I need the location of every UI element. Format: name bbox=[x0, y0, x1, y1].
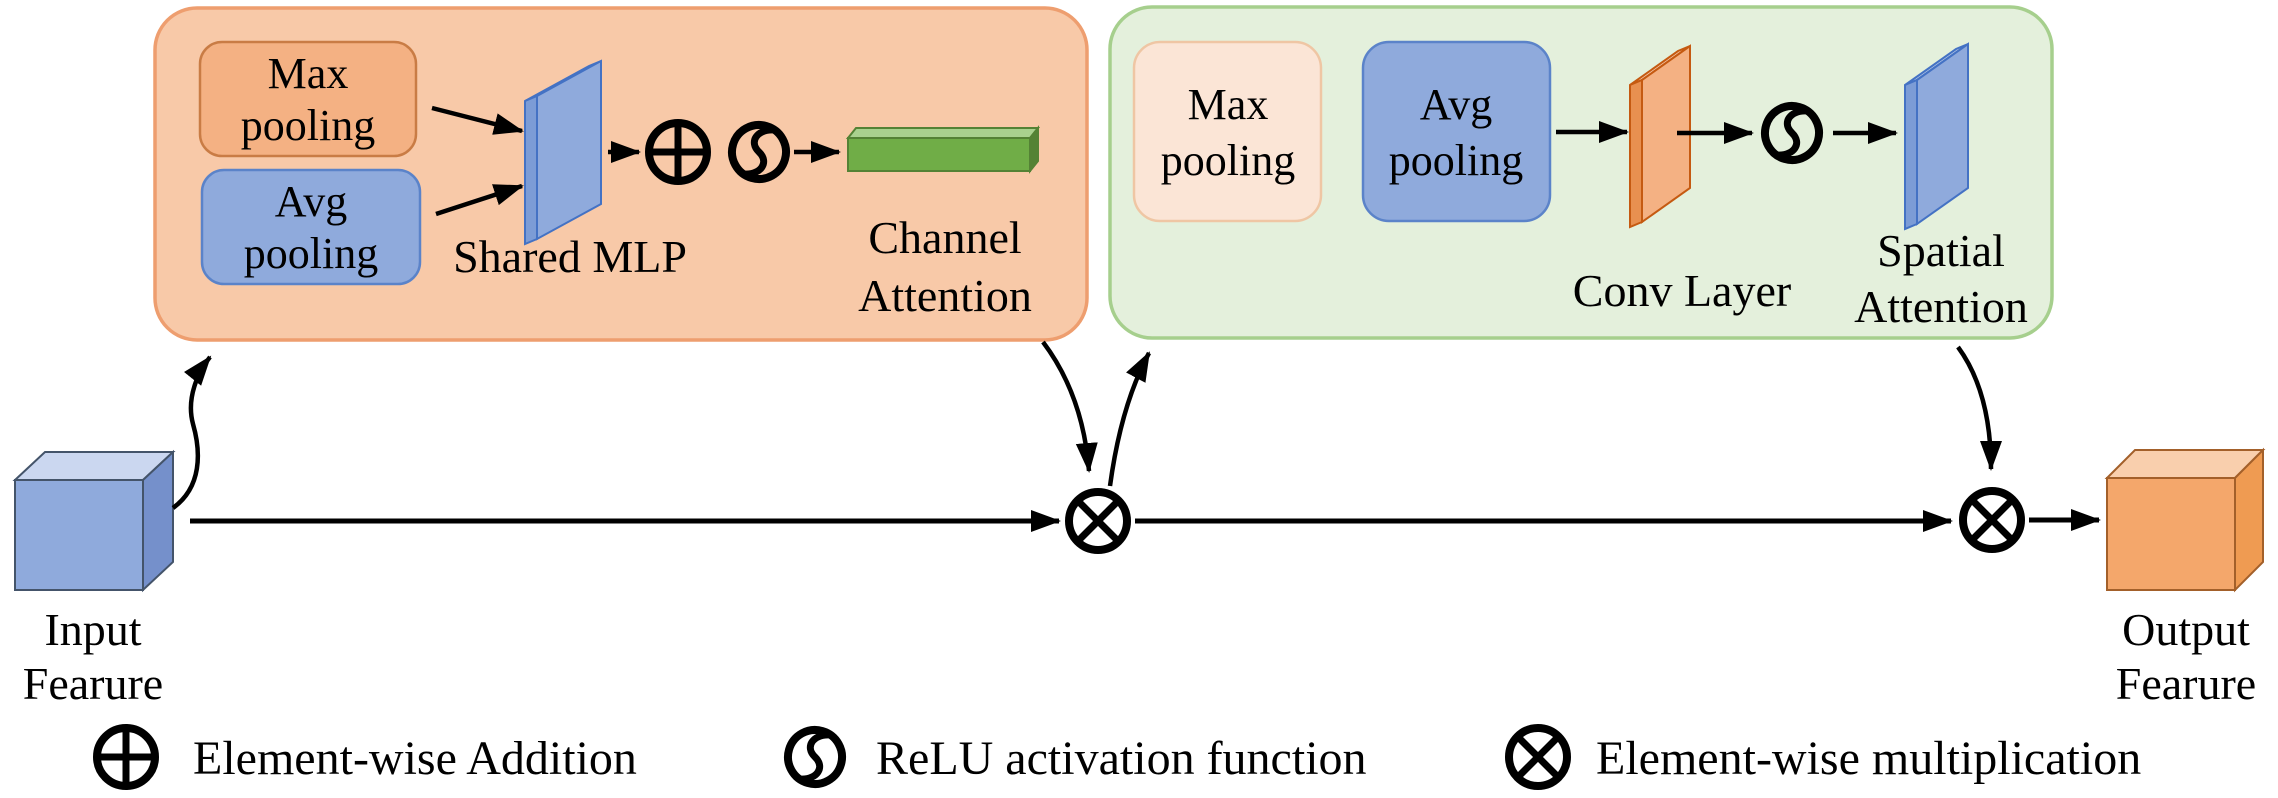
channel-avg-pooling-line1: Avg bbox=[275, 177, 348, 226]
channel-max-pooling-line2: pooling bbox=[241, 101, 375, 150]
conv-layer-label: Conv Layer bbox=[1573, 265, 1791, 316]
output-feature-label-line1: Output bbox=[2122, 604, 2250, 655]
channel-max-pooling-line1: Max bbox=[268, 49, 349, 98]
spatial-avg-pooling-line1: Avg bbox=[1420, 80, 1493, 129]
relu-icon-spatial bbox=[1761, 102, 1823, 164]
legend-addition-label: Element-wise Addition bbox=[193, 732, 637, 785]
relu-icon-channel bbox=[728, 121, 790, 183]
legend-relu-label: ReLU activation function bbox=[876, 732, 1367, 785]
arrow-input-to-channel-module bbox=[171, 355, 212, 510]
spatial-attention-module bbox=[1108, 5, 2054, 340]
spatial-attention-plate bbox=[1904, 42, 1969, 231]
channel-attention-label-line2: Attention bbox=[858, 270, 1032, 321]
arrow-mult1-to-spatial-module bbox=[1107, 351, 1151, 487]
circled-plus-icon bbox=[645, 119, 711, 185]
input-feature-label-line1: Input bbox=[44, 604, 141, 655]
arrow-avgpool-to-mlp bbox=[435, 183, 524, 217]
legend-circled-times-icon bbox=[1505, 724, 1571, 790]
spatial-max-pooling-box bbox=[1132, 40, 1323, 223]
arrow-spatial-module-to-mult2 bbox=[1956, 345, 2002, 471]
conv-layer-plate bbox=[1629, 44, 1691, 229]
shared-mlp-label: Shared MLP bbox=[453, 231, 687, 282]
spatial-max-pooling-line1: Max bbox=[1188, 80, 1269, 129]
input-feature-cube bbox=[12, 449, 176, 593]
output-feature-label-line2: Fearure bbox=[2116, 658, 2256, 709]
spatial-avg-pooling-box bbox=[1361, 40, 1552, 223]
legend-circled-plus-icon bbox=[93, 724, 159, 790]
circled-times-icon-2 bbox=[1959, 487, 2025, 553]
legend-multiplication-label: Element-wise multiplication bbox=[1596, 732, 2141, 785]
channel-avg-pooling-line2: pooling bbox=[244, 229, 378, 278]
channel-avg-pooling-box bbox=[200, 168, 422, 286]
channel-max-pooling-box bbox=[198, 40, 418, 158]
circled-times-icon-1 bbox=[1065, 488, 1131, 554]
spatial-avg-pooling-line2: pooling bbox=[1389, 136, 1523, 185]
channel-attention-bar bbox=[845, 125, 1041, 174]
input-feature-label-line2: Fearure bbox=[23, 658, 163, 709]
shared-mlp-plate bbox=[524, 59, 602, 246]
legend: Element-wise Addition ReLU activation fu… bbox=[93, 724, 2141, 790]
output-feature-cube bbox=[2104, 447, 2266, 593]
legend-relu-icon bbox=[784, 726, 846, 788]
spatial-attention-label-line1: Spatial bbox=[1877, 225, 2005, 276]
arrow-maxpool-to-mlp bbox=[431, 105, 524, 135]
arrow-channel-module-to-mult1 bbox=[1041, 340, 1098, 473]
channel-attention-label-line1: Channel bbox=[868, 212, 1021, 263]
spatial-attention-label-line2: Attention bbox=[1854, 281, 2028, 332]
spatial-max-pooling-line2: pooling bbox=[1161, 136, 1295, 185]
